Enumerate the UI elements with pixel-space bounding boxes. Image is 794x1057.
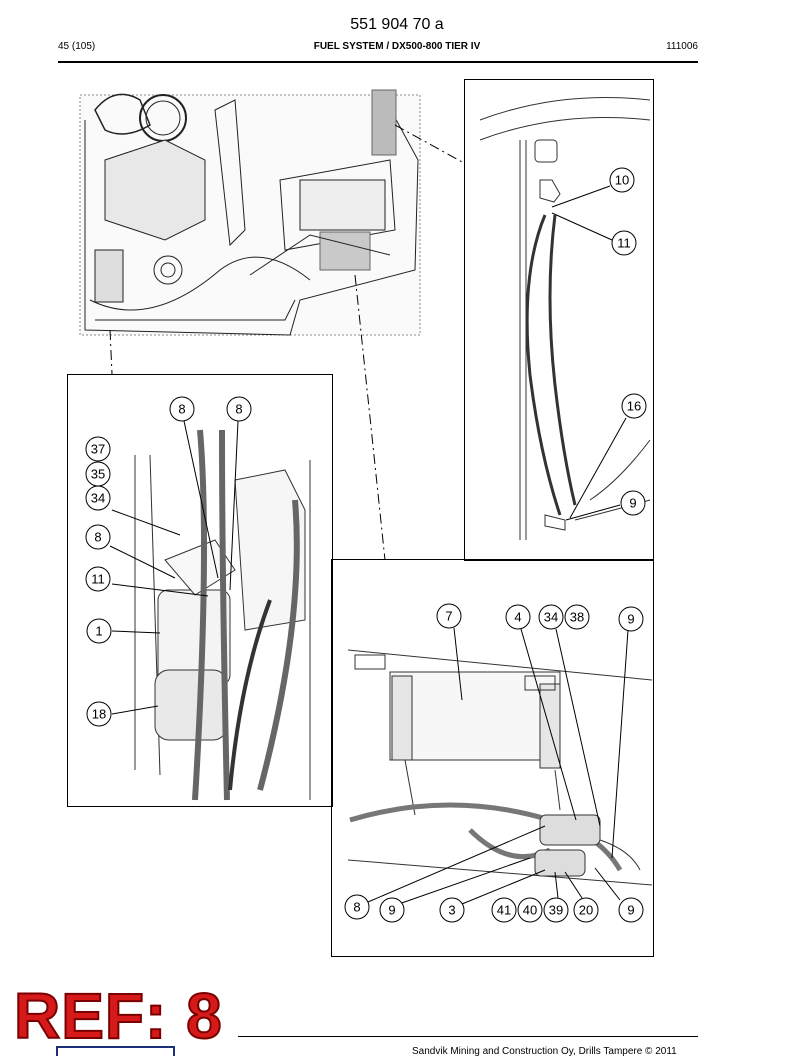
callout-3: 3 — [439, 897, 465, 923]
callout-9: 9 — [618, 606, 644, 632]
callout-10: 10 — [609, 167, 635, 193]
callout-number: 39 — [549, 903, 563, 918]
callout-number: 10 — [615, 173, 629, 188]
callout-circle — [86, 618, 112, 644]
callout-circle — [169, 396, 195, 422]
callout-circle — [611, 230, 637, 256]
footer-rule — [238, 1036, 698, 1037]
header-rule — [58, 61, 698, 63]
ref-stamp: REF: 8 — [13, 980, 223, 1052]
company-logo — [56, 1046, 175, 1056]
callout-number: 18 — [92, 707, 106, 722]
callout-9: 9 — [620, 490, 646, 516]
callout-number: 1 — [95, 624, 102, 639]
callout-circle — [620, 490, 646, 516]
callout-number: 9 — [629, 496, 636, 511]
callout-38: 38 — [564, 604, 590, 630]
callout-number: 34 — [91, 491, 105, 506]
callout-39: 39 — [543, 897, 569, 923]
callout-circle — [344, 894, 370, 920]
callout-number: 8 — [178, 402, 185, 417]
callout-11: 11 — [85, 566, 111, 592]
detail-middle-left-drawing — [134, 429, 311, 801]
callout-circle — [517, 897, 543, 923]
callout-circle — [618, 606, 644, 632]
callout-circle — [573, 897, 599, 923]
callout-8: 8 — [344, 894, 370, 920]
callout-circle — [491, 897, 517, 923]
callout-number: 41 — [497, 903, 511, 918]
callout-circle — [379, 897, 405, 923]
callout-20: 20 — [573, 897, 599, 923]
callout-number: 4 — [514, 610, 521, 625]
callout-34: 34 — [538, 604, 564, 630]
callout-34: 34 — [85, 485, 111, 511]
detail-panel-top-right — [464, 79, 654, 561]
detail-panel-bottom-right — [331, 559, 654, 957]
callout-circle — [85, 485, 111, 511]
callout-number: 7 — [445, 609, 452, 624]
callout-8: 8 — [85, 524, 111, 550]
callout-18: 18 — [86, 701, 112, 727]
callout-number: 9 — [388, 903, 395, 918]
callout-number: 8 — [235, 402, 242, 417]
overview-machine-drawing — [79, 89, 421, 336]
callout-circle — [618, 897, 644, 923]
callout-9: 9 — [618, 897, 644, 923]
detail-bottom-right-drawing — [347, 649, 653, 886]
detail-panel-middle-left — [67, 374, 333, 807]
callout-number: 16 — [627, 399, 641, 414]
callout-number: 11 — [91, 572, 105, 587]
callout-8: 8 — [169, 396, 195, 422]
callout-40: 40 — [517, 897, 543, 923]
callout-number: 38 — [570, 610, 584, 625]
callout-circle — [621, 393, 647, 419]
callout-8: 8 — [226, 396, 252, 422]
callout-number: 34 — [544, 610, 558, 625]
callout-circle — [439, 897, 465, 923]
callout-41: 41 — [491, 897, 517, 923]
callout-1: 1 — [86, 618, 112, 644]
callout-37: 37 — [85, 436, 111, 462]
section-title: FUEL SYSTEM / DX500-800 TIER IV — [313, 41, 481, 52]
callout-circle — [609, 167, 635, 193]
callout-circle — [86, 701, 112, 727]
callout-circle — [436, 603, 462, 629]
callout-number: 9 — [627, 612, 634, 627]
callout-number: 3 — [448, 903, 455, 918]
callout-9: 9 — [379, 897, 405, 923]
callout-circle — [564, 604, 590, 630]
callout-7: 7 — [436, 603, 462, 629]
reference-leaders — [109, 124, 465, 561]
callout-number: 20 — [579, 903, 593, 918]
callout-number: 9 — [627, 903, 634, 918]
callout-circle — [505, 604, 531, 630]
page-number: 45 (105) — [58, 41, 96, 52]
callout-circle — [226, 396, 252, 422]
callout-4: 4 — [505, 604, 531, 630]
footer-copyright: Sandvik Mining and Construction Oy, Dril… — [412, 1046, 677, 1057]
callout-16: 16 — [621, 393, 647, 419]
callout-circle — [85, 566, 111, 592]
callout-leaders — [109, 185, 629, 906]
callout-number: 8 — [353, 900, 360, 915]
callout-number: 35 — [91, 467, 105, 482]
callout-circle — [85, 436, 111, 462]
callout-number: 8 — [94, 530, 101, 545]
callout-35: 35 — [85, 461, 111, 487]
callout-circle — [543, 897, 569, 923]
callout-11: 11 — [611, 230, 637, 256]
callout-circle — [538, 604, 564, 630]
date-code: 111006 — [666, 41, 698, 52]
callout-circle — [85, 524, 111, 550]
callout-number: 11 — [617, 236, 631, 251]
document-number: 551 904 70 a — [350, 16, 444, 33]
callout-number: 37 — [91, 442, 105, 457]
detail-top-right-drawing — [479, 97, 651, 540]
callout-number: 40 — [523, 903, 537, 918]
